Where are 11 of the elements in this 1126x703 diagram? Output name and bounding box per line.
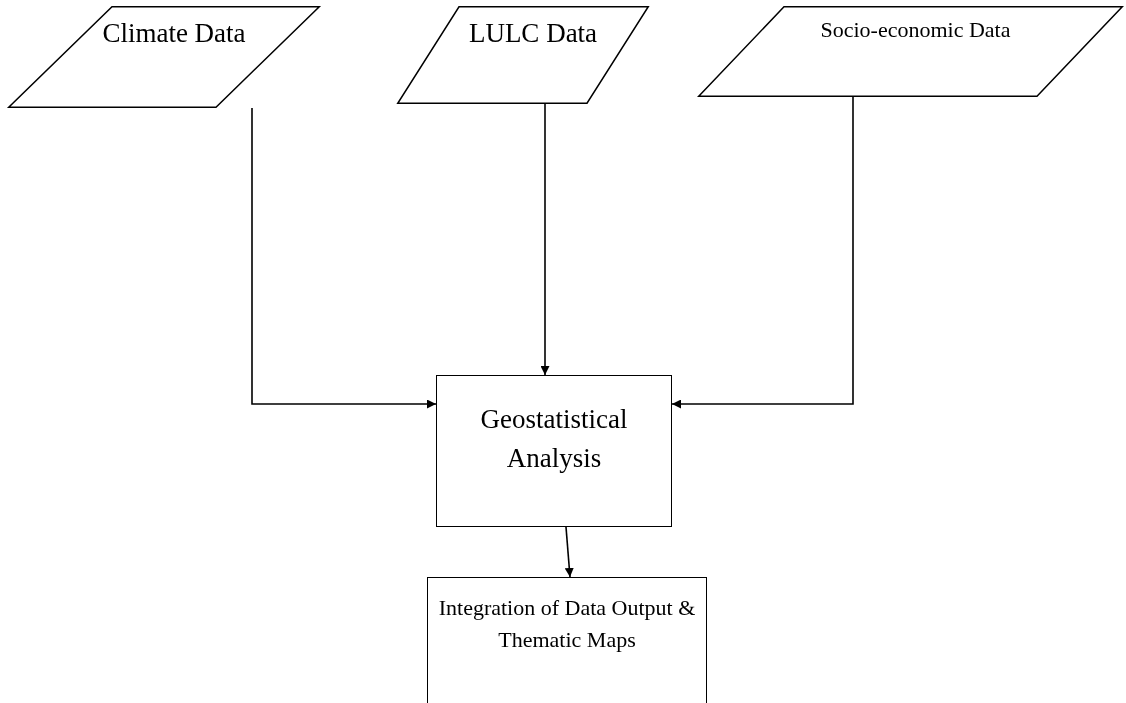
arrow [671,96,854,409]
arrow [564,526,574,578]
arrow [540,103,550,376]
node-label: Integration of Data Output & Thematic Maps [438,594,696,654]
process-box [436,375,672,527]
node-label: Geostatistical Analysis [479,403,629,476]
node-label: Socio-economic Data [820,16,1011,44]
process-box [427,577,707,703]
node-label: LULC Data [468,17,598,50]
node-label: Climate Data [102,17,246,50]
arrow [251,107,437,409]
